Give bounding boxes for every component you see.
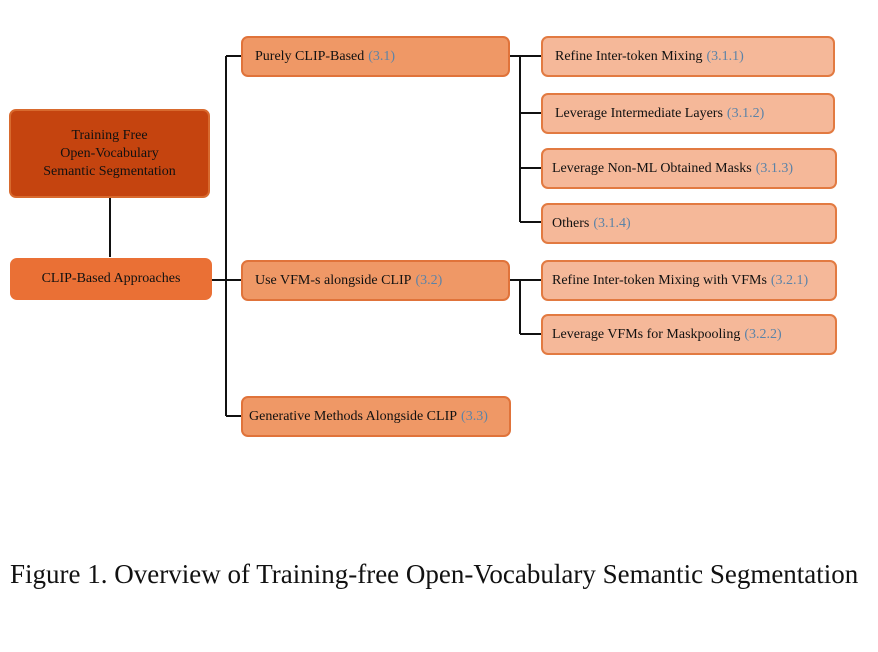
root-line: Open-Vocabulary	[60, 145, 159, 161]
node-label: Leverage Non-ML Obtained Masks	[552, 160, 752, 176]
node-label: Use VFM-s alongside CLIP	[255, 272, 412, 288]
refine-mixing-with-vfms-node: Refine Inter-token Mixing with VFMs (3.2…	[541, 260, 837, 301]
vfm-alongside-clip-node: Use VFM-s alongside CLIP (3.2)	[241, 260, 510, 301]
root-line: Semantic Segmentation	[43, 163, 176, 179]
section-reference-link[interactable]: (3.3)	[461, 408, 488, 424]
section-reference-link[interactable]: (3.2)	[415, 272, 443, 288]
root-line: Training Free	[71, 127, 148, 143]
generative-methods-node: Generative Methods Alongside CLIP (3.3)	[241, 396, 511, 437]
figure-caption: Figure 1. Overview of Training-free Open…	[10, 559, 859, 589]
node-label: Leverage VFMs for Maskpooling	[552, 326, 741, 342]
root-label: Training Free Open-Vocabulary Semantic S…	[43, 127, 176, 181]
others-node: Others (3.1.4)	[541, 203, 837, 244]
section-reference-link[interactable]: (3.2.2)	[744, 326, 782, 342]
section-reference-link[interactable]: (3.2.1)	[770, 272, 809, 288]
node-label: Generative Methods Alongside CLIP	[249, 408, 458, 424]
node-label: Refine Inter-token Mixing with VFMs	[552, 272, 767, 288]
node-label: Refine Inter-token Mixing	[555, 48, 703, 64]
section-reference-link[interactable]: (3.1.4)	[593, 215, 631, 231]
leverage-vfms-maskpooling-node: Leverage VFMs for Maskpooling (3.2.2)	[541, 314, 837, 355]
section-reference-link[interactable]: (3.1)	[368, 48, 396, 64]
leverage-intermediate-layers-node: Leverage Intermediate Layers (3.1.2)	[541, 93, 835, 134]
purely-clip-based-node: Purely CLIP-Based (3.1)	[241, 36, 510, 77]
root-node: Training Free Open-Vocabulary Semantic S…	[9, 109, 210, 198]
refine-inter-token-mixing-node: Refine Inter-token Mixing (3.1.1)	[541, 36, 835, 77]
section-reference-link[interactable]: (3.1.3)	[755, 160, 794, 176]
section-reference-link[interactable]: (3.1.2)	[726, 105, 765, 121]
node-label: Purely CLIP-Based	[255, 48, 365, 64]
leverage-non-ml-masks-node: Leverage Non-ML Obtained Masks (3.1.3)	[541, 148, 837, 189]
node-label: Others	[552, 215, 590, 231]
node-label: CLIP-Based Approaches	[41, 271, 181, 286]
section-reference-link[interactable]: (3.1.1)	[706, 48, 744, 64]
node-label: Leverage Intermediate Layers	[555, 105, 723, 121]
clip-based-approaches-node: CLIP-Based Approaches	[10, 258, 212, 300]
